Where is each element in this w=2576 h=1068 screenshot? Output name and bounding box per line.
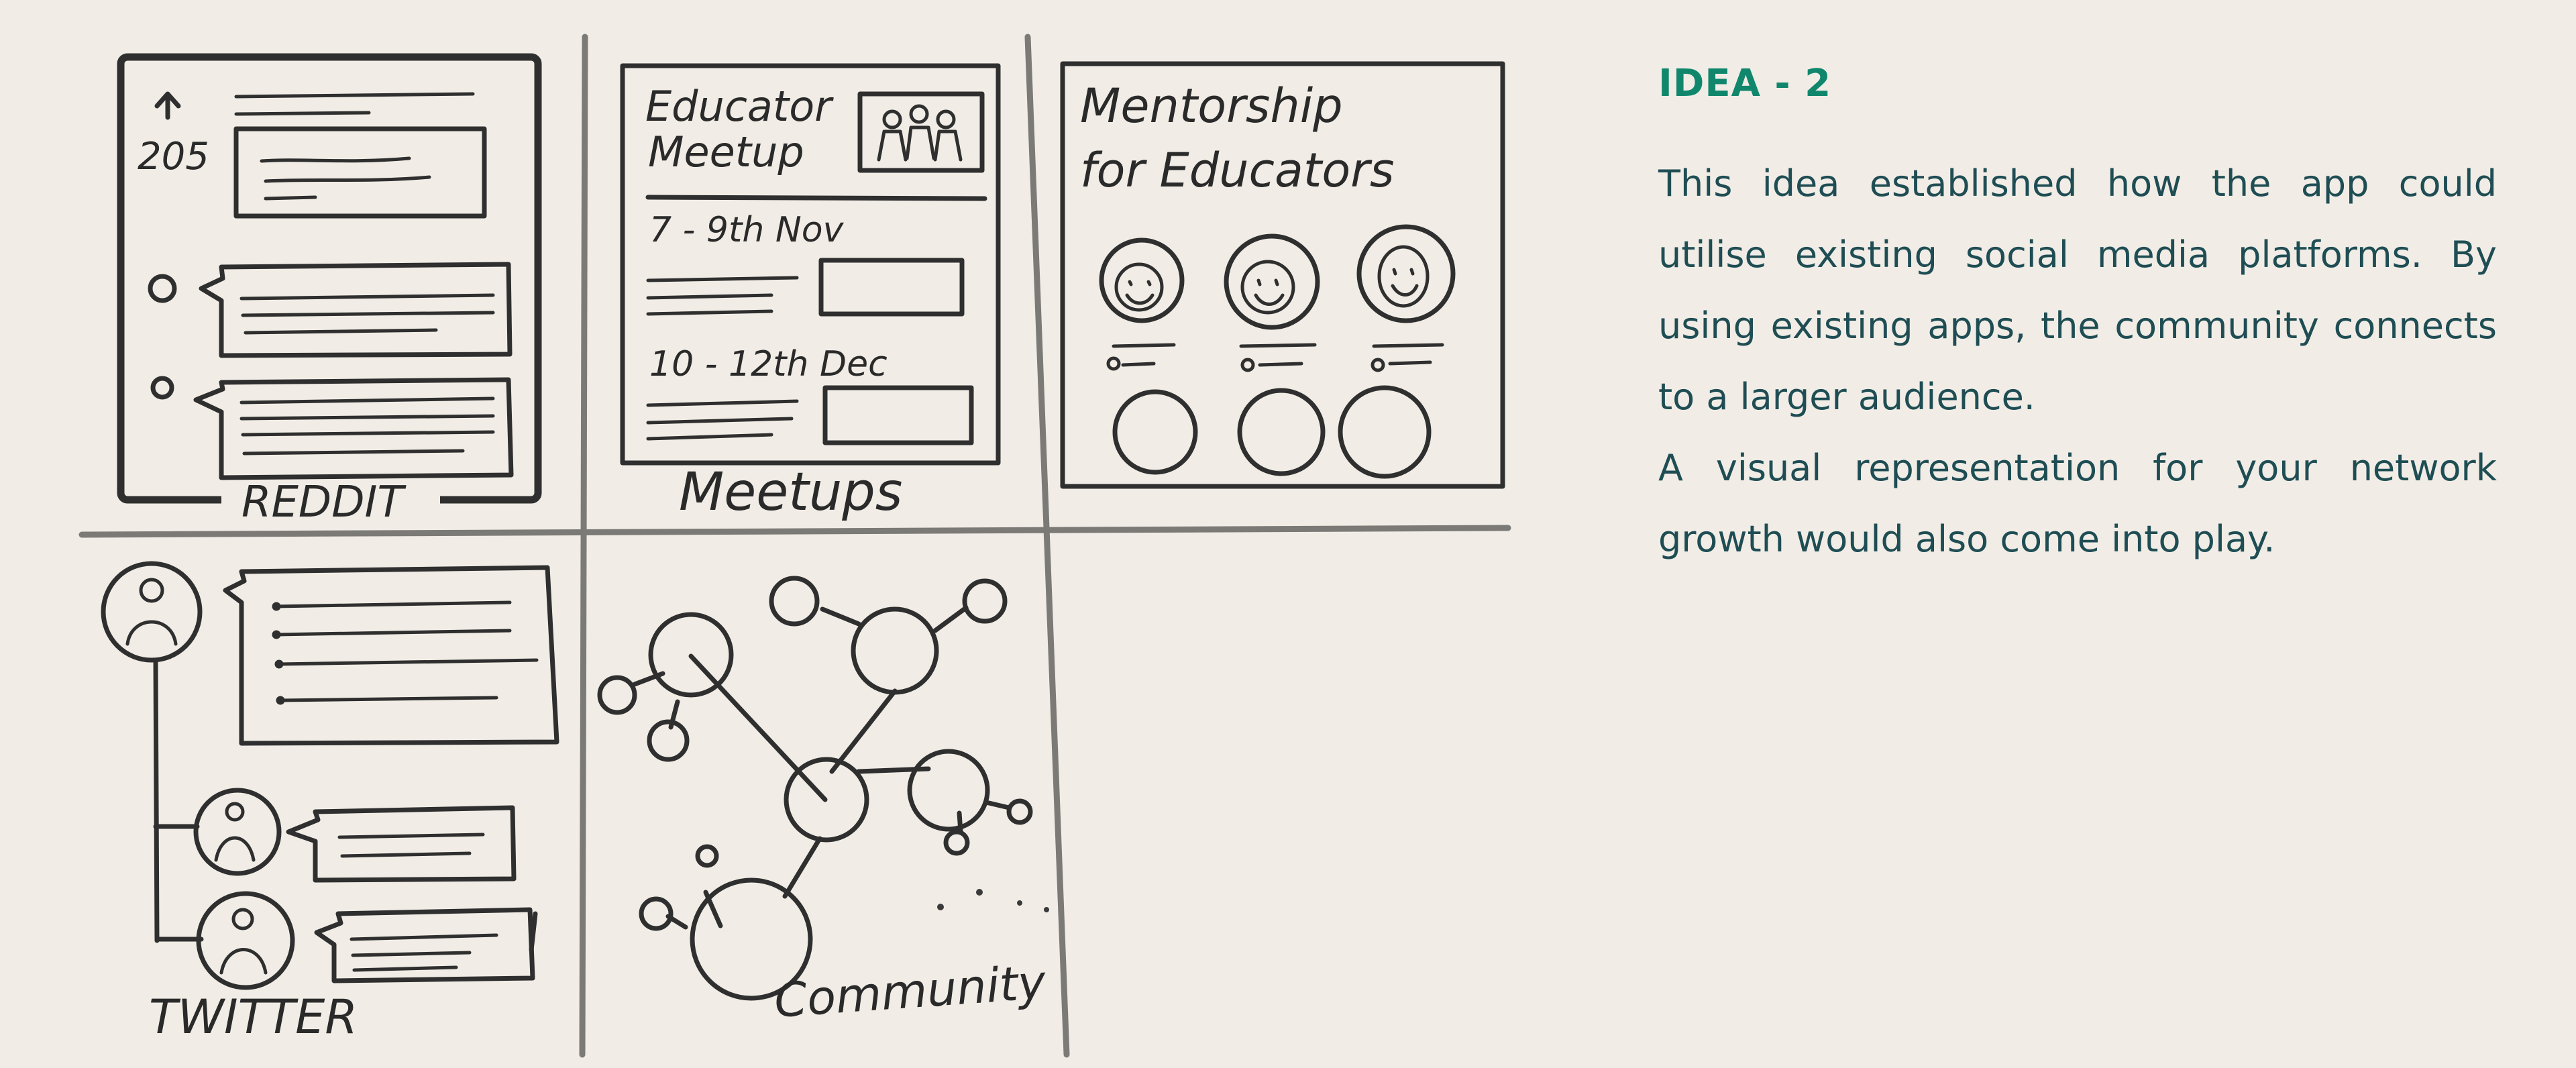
community-label: Community [772,955,1048,1028]
mentor-placeholder-1 [1112,389,1198,475]
community-dot [937,904,944,910]
meetup-date-1: 7 - 9th Nov [649,210,845,250]
meetups-sketch: Educator Meetup 7 - 9th Nov 10 - 12th De… [620,63,1001,523]
tweet-bubble-3 [314,907,535,983]
twitter-sketch: TWITTER [101,561,559,1045]
twitter-label: TWITTER [149,990,358,1045]
meetup-title-line1: Educator [645,82,834,131]
community-node-small [647,719,690,762]
reddit-post-box [233,126,487,219]
avatar-icon [196,891,295,990]
avatar-icon [101,561,203,663]
smiley-face-icon [1099,237,1185,323]
community-dot [1044,907,1049,912]
idea-paragraph-1: This idea established how the app could … [1658,162,2497,418]
community-node-small [962,578,1008,624]
community-node [784,757,869,843]
mentorship-title-line1: Mentorship [1080,78,1343,134]
upvote-arrow-icon [154,91,181,120]
meetup-date-2: 10 - 12th Dec [649,344,888,384]
community-node-small [769,576,820,627]
reddit-vote-count: 205 [138,135,209,178]
reddit-label-gap [221,480,440,521]
sketch-drawing: 205 REDDIT Educator Meetup [78,34,1511,1058]
community-node [690,877,813,1001]
community-node [648,612,734,698]
divider-horizontal [78,525,1511,538]
reddit-comment-bubble-2 [193,377,514,480]
idea-title: IDEA - 2 [1658,62,1832,105]
community-node-small [943,829,970,856]
tweet-bubble-1 [223,565,559,746]
group-photo-icon [857,91,985,173]
community-dot [1017,900,1022,906]
divider-vertical-1 [579,34,588,1058]
smiley-face-icon [1224,233,1320,330]
community-sketch: Community [597,576,1049,1028]
community-dot [976,889,983,896]
reddit-comment-bubble-1 [199,262,513,358]
smiley-face-icon [1356,224,1456,323]
idea-paragraph-2: A visual representation for your network… [1658,447,2497,560]
meetup-register-box-1 [818,258,965,317]
reddit-comment-dot-2 [150,376,174,400]
meetups-phone-frame [620,63,1001,466]
community-node [851,606,939,695]
reddit-sketch: 205 REDDIT [117,53,542,527]
reddit-label: REDDIT [241,478,407,527]
mentorship-title-line2: for Educators [1080,143,1394,198]
tweet-bubble-2 [286,805,517,883]
community-node [907,749,990,832]
avatar-icon [193,788,282,876]
reddit-comment-dot-1 [148,274,177,303]
sketch-board: 205 REDDIT Educator Meetup [78,34,1511,1058]
meetup-title-line2: Meetup [648,127,804,176]
meetup-register-box-2 [822,385,974,445]
community-node-small [597,675,637,715]
community-node-small [1006,798,1033,825]
idea-description: IDEA - 2 This idea established how the a… [1658,62,2497,575]
community-node-small [695,844,719,868]
mentorship-sketch: Mentorship for Educators [1060,61,1505,489]
divider-vertical-2 [1024,34,1070,1058]
mentor-placeholder-2 [1237,388,1326,476]
mentorship-phone-frame [1060,61,1505,489]
mentor-placeholder-3 [1338,385,1432,479]
meetups-label: Meetups [679,462,902,523]
community-node-small [639,896,674,931]
